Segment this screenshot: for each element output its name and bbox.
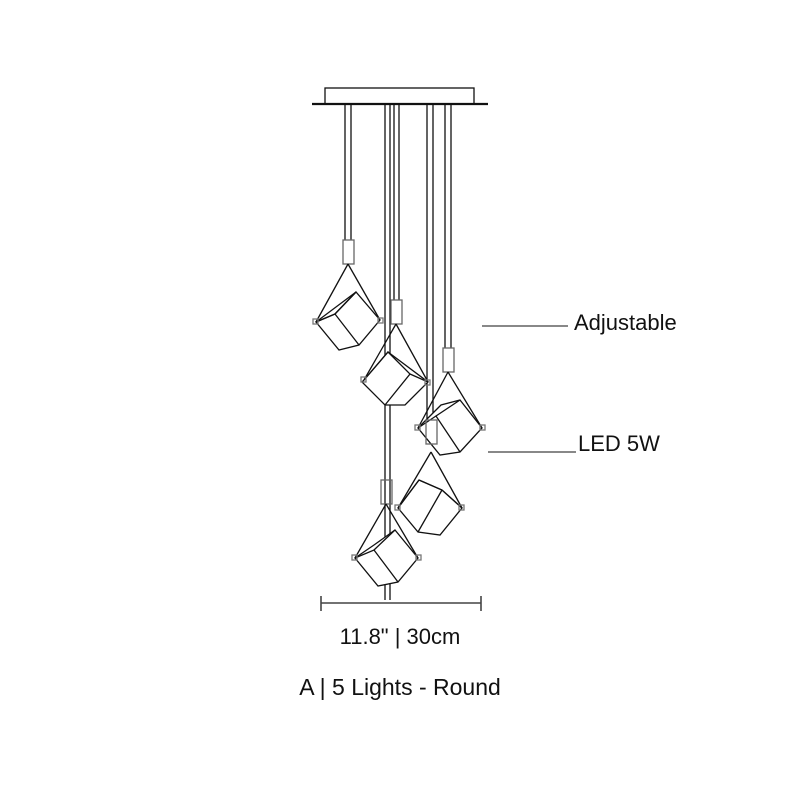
pendant-5 bbox=[351, 479, 422, 587]
pendant-3 bbox=[414, 347, 486, 456]
suspension-cords bbox=[344, 104, 452, 600]
width-dimension-text: 11.8" | 30cm bbox=[339, 624, 461, 649]
pendant-2 bbox=[360, 299, 431, 406]
adjustable-label: Adjustable bbox=[574, 310, 677, 335]
product-variant-caption: A | 5 Lights - Round bbox=[299, 674, 501, 700]
pendant-1 bbox=[312, 239, 384, 351]
ceiling-canopy bbox=[312, 87, 488, 106]
led-wattage-label: LED 5W bbox=[578, 431, 660, 456]
width-dimension-line bbox=[320, 596, 482, 611]
pendant-4 bbox=[394, 419, 465, 536]
